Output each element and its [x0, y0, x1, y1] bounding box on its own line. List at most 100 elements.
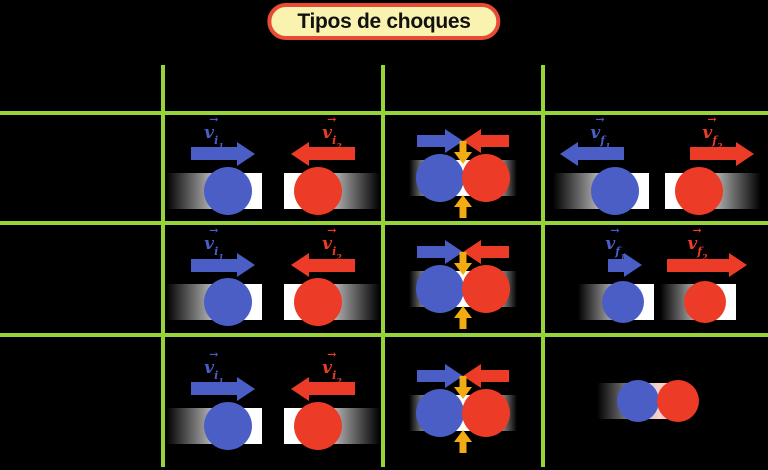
vector-hat-icon: →: [209, 347, 219, 361]
ball-with-trail: [284, 166, 380, 216]
vector-num: 2: [336, 375, 342, 386]
ball-with-trail: [166, 401, 262, 451]
ball-with-trail: [664, 166, 761, 216]
velocity-arrow-left-icon: [481, 369, 509, 382]
vector-sub: i: [214, 368, 219, 382]
velocity-arrow-right-icon: [191, 382, 237, 395]
blue-ball: [616, 380, 659, 422]
vector-base: v: [322, 234, 333, 255]
vector-num: 2: [336, 252, 342, 262]
vector-sub: f: [600, 133, 606, 147]
velocity-arrow-right-icon: [417, 246, 445, 258]
velocity-arrow-right-icon: [191, 147, 237, 160]
vector-num: 2: [717, 140, 723, 151]
red-ball: [294, 278, 342, 326]
ball-with-trail: [284, 277, 380, 327]
blue-ball: [590, 166, 639, 215]
velocity-arrow-right-icon: [666, 258, 729, 272]
vector-num: 1: [218, 252, 224, 262]
vector-sub: i: [332, 368, 337, 382]
velocity-arrow-right-icon: [689, 147, 736, 160]
cell-row1-during: [387, 115, 539, 217]
grid-line-v1: [161, 65, 165, 467]
vector-base: v: [605, 234, 616, 255]
contact-zone: [409, 388, 517, 438]
velocity-arrow-left-icon: [577, 147, 624, 160]
vector-base: v: [702, 122, 713, 143]
blue-ball: [204, 278, 252, 326]
vector-hat-icon: →: [692, 224, 702, 237]
vector-sub: i: [214, 245, 219, 258]
velocity-arrow-right-icon: [417, 134, 445, 147]
vector-hat-icon: →: [595, 112, 605, 126]
contact-force-arrow-up-icon: [453, 195, 473, 218]
vector-hat-icon: →: [327, 224, 337, 237]
vector-base: v: [204, 122, 215, 143]
contact-force-arrow-down-icon: [453, 141, 473, 164]
collision-scene: [409, 130, 517, 203]
page-title: Tipos de choques: [297, 9, 471, 33]
vector-base: v: [204, 357, 215, 378]
cell-row3-after: [547, 338, 766, 464]
ball-with-trail: [166, 166, 262, 216]
title-badge: Tipos de choques: [267, 3, 501, 40]
collision-scene: [409, 241, 517, 314]
velocity-arrow-right-icon: [191, 258, 237, 272]
vector-num: 2: [702, 252, 708, 262]
blue-ball: [601, 281, 644, 323]
ball-with-trail: [284, 401, 380, 451]
approach-arrows: [417, 241, 509, 263]
vector-hat-icon: →: [209, 112, 219, 126]
vector-num: 1: [218, 375, 224, 386]
velocity-arrow-right-icon: [417, 369, 445, 382]
vector-base: v: [687, 234, 698, 255]
vector-sub: i: [332, 245, 337, 258]
vector-sub: f: [615, 245, 621, 258]
contact-force-arrow-up-icon: [453, 430, 473, 453]
stuck-balls-pair: [595, 376, 719, 426]
vector-num: 1: [605, 140, 611, 151]
cell-row3-during: [387, 338, 539, 464]
vector-hat-icon: →: [707, 112, 717, 126]
contact-force-arrow-up-icon: [453, 306, 473, 329]
velocity-label-vf1: →vf1: [605, 225, 625, 262]
vector-num: 2: [336, 140, 342, 151]
vector-sub: f: [697, 245, 703, 258]
velocity-arrow-left-icon: [309, 382, 355, 395]
contact-force-arrow-down-icon: [453, 252, 473, 275]
vector-sub: i: [332, 133, 337, 147]
vector-base: v: [204, 234, 215, 255]
contact-zone: [409, 153, 517, 203]
velocity-arrow-left-icon: [481, 134, 509, 147]
velocity-arrow-right-icon: [607, 258, 624, 272]
velocity-arrow-left-icon: [309, 258, 355, 272]
vector-hat-icon: →: [327, 112, 337, 126]
cell-row2-during: [387, 227, 539, 328]
vector-base: v: [322, 357, 333, 378]
red-ball: [683, 281, 726, 323]
grid-line-v2: [381, 65, 385, 467]
vector-sub: i: [214, 133, 219, 147]
vector-sub: f: [712, 133, 718, 147]
grid-line-v3: [541, 65, 545, 467]
contact-force-arrow-down-icon: [453, 376, 473, 399]
